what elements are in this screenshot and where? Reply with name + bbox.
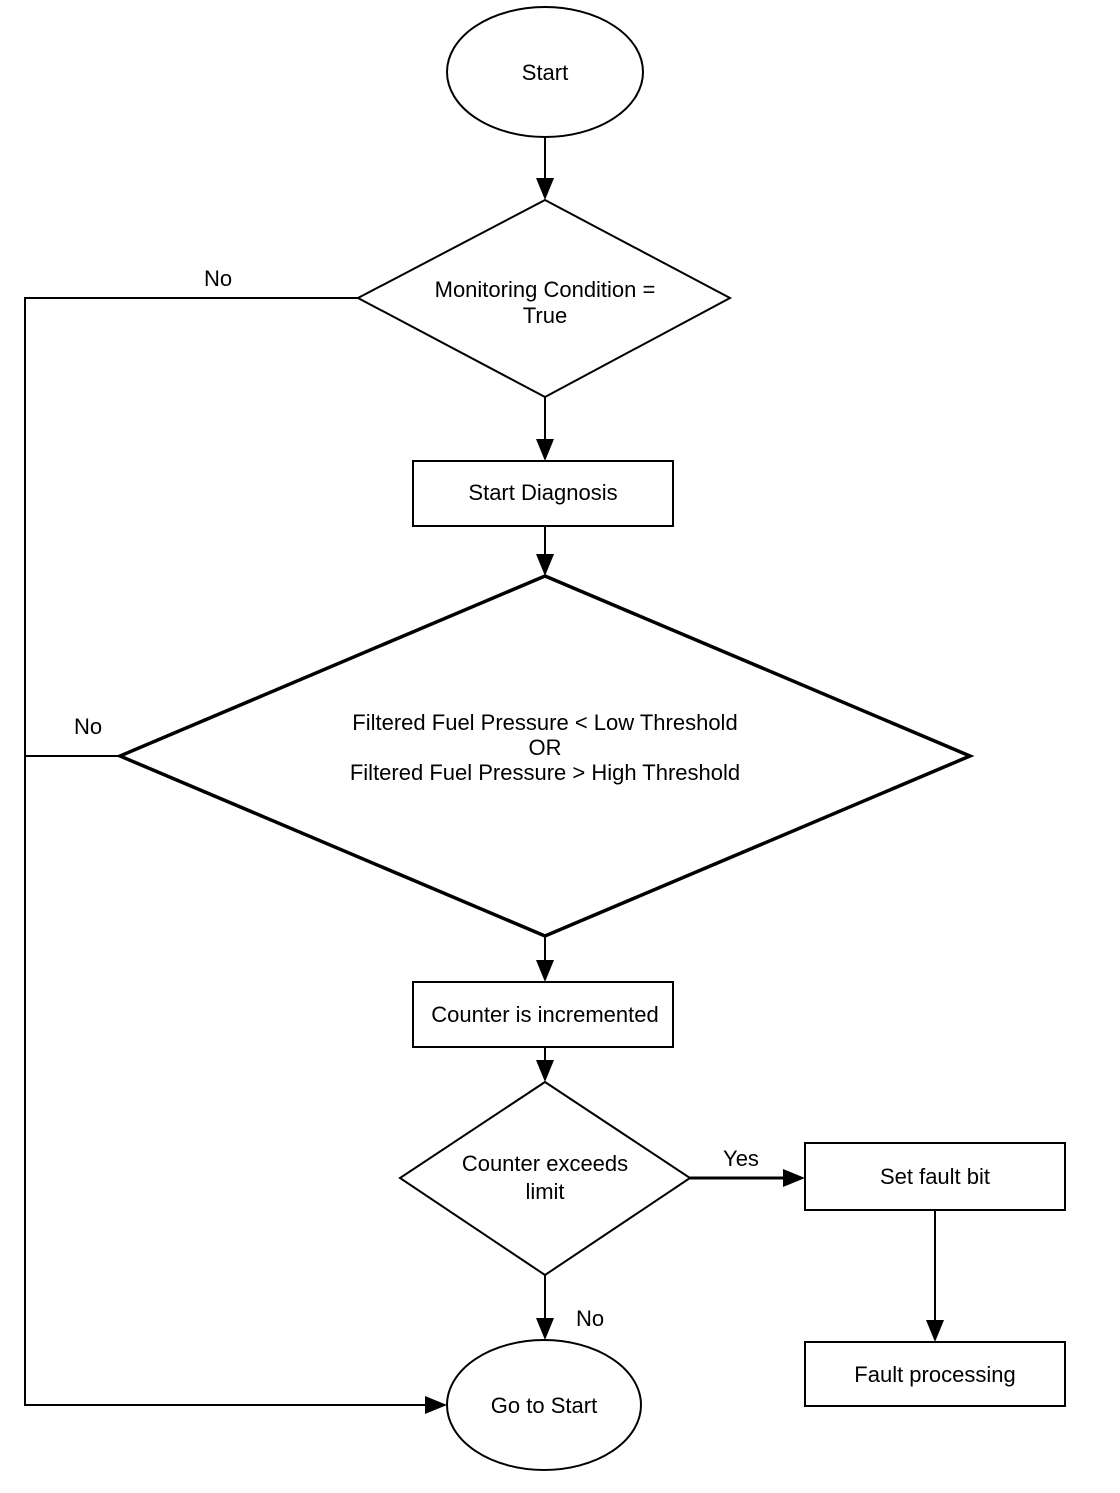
node-monitoring-condition-decision [355, 198, 733, 399]
node-start-diagnosis-process [412, 460, 674, 527]
arrowhead-into-counter [536, 960, 554, 982]
label-pressure-line3: Filtered Fuel Pressure > High Threshold [350, 760, 740, 785]
edge-label-counter-yes: Yes [723, 1146, 759, 1171]
node-set-fault-bit-process [804, 1142, 1066, 1211]
node-fuel-pressure-check-decision [115, 574, 975, 938]
arrowhead-into-gostart-left [425, 1396, 447, 1414]
flowchart-shapes [115, 6, 1066, 1471]
label-go-to-start: Go to Start [491, 1393, 597, 1418]
arrowhead-into-setfault [783, 1169, 805, 1187]
label-counter-incremented: Counter is incremented [431, 1002, 658, 1027]
arrowhead-into-diagnosis [536, 439, 554, 461]
label-counter-exceeds-line1: Counter exceeds [462, 1151, 628, 1176]
edge-no-rail-to-gostart [24, 297, 427, 1406]
label-start-diagnosis: Start Diagnosis [468, 480, 617, 505]
arrowhead-into-pressure-check [536, 554, 554, 576]
label-pressure-line2: OR [529, 735, 562, 760]
node-start-terminator [446, 6, 644, 138]
flowchart-connectors [24, 137, 936, 1406]
edge-label-pressure-no: No [74, 714, 102, 739]
label-start: Start [522, 60, 568, 85]
flowchart-edge-labels: No No Yes No [74, 266, 759, 1331]
label-monitoring-line1: Monitoring Condition = [435, 277, 656, 302]
flowchart-labels: Start Monitoring Condition = True Start … [350, 60, 1016, 1418]
arrowhead-into-gostart-top [536, 1318, 554, 1340]
arrowhead-into-faultprocessing [926, 1320, 944, 1342]
label-monitoring-line2: True [523, 303, 567, 328]
arrowhead-into-monitoring [536, 178, 554, 200]
flowchart-arrowheads [425, 178, 944, 1414]
edge-label-monitoring-no: No [204, 266, 232, 291]
label-counter-exceeds-line2: limit [525, 1179, 564, 1204]
arrowhead-into-exceeds [536, 1060, 554, 1082]
label-set-fault-bit: Set fault bit [880, 1164, 990, 1189]
node-counter-incremented-process [412, 981, 674, 1048]
edge-label-counter-no: No [576, 1306, 604, 1331]
node-counter-exceeds-limit-decision [398, 1080, 692, 1277]
label-pressure-line1: Filtered Fuel Pressure < Low Threshold [352, 710, 737, 735]
label-fault-processing: Fault processing [854, 1362, 1015, 1387]
